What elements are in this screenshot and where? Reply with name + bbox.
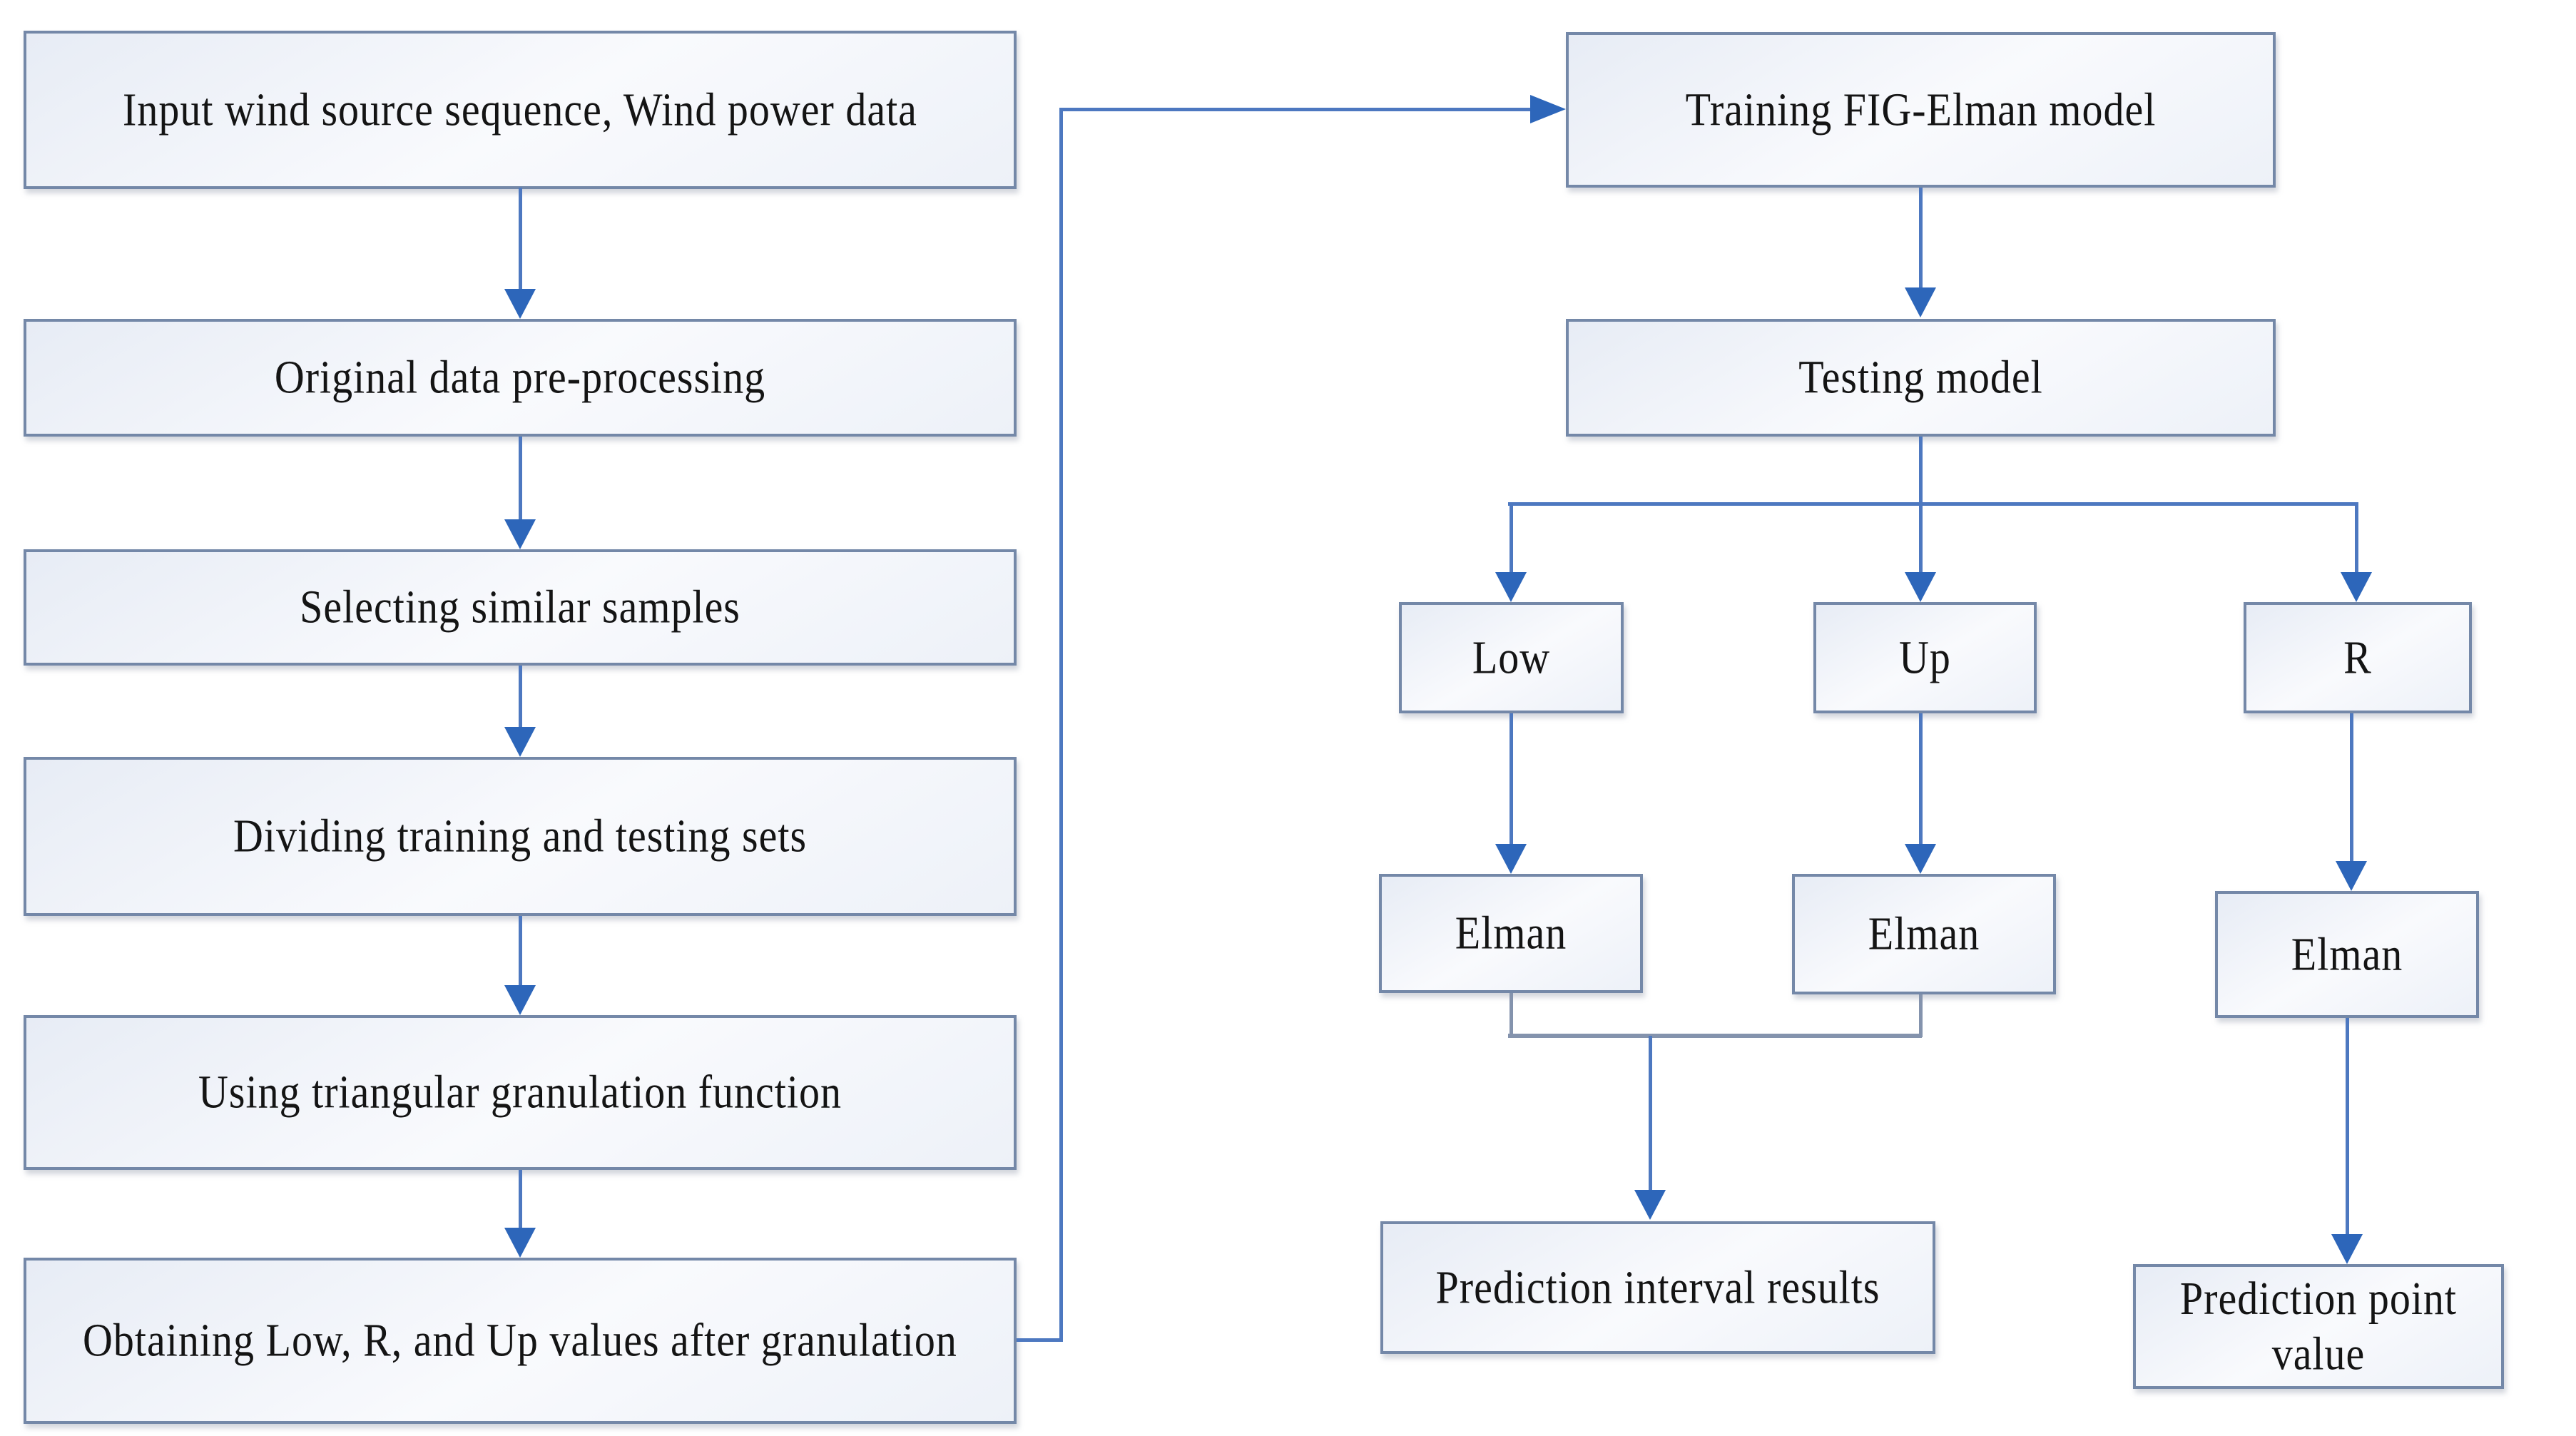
connector-elman-up-drop <box>1919 994 1923 1037</box>
node-granulation-function: Using triangular granulation function <box>24 1015 1017 1170</box>
arrow-training-to-testing-head <box>1905 287 1936 317</box>
arrow-low-to-elman-head <box>1495 844 1527 874</box>
connector-testing-drop <box>1919 437 1923 505</box>
connector-obtaining-to-training-horizontal <box>1059 108 1534 111</box>
connector-obtaining-to-training-vertical <box>1059 109 1063 1340</box>
node-up: Up <box>1813 602 2037 713</box>
node-elman-up-label: Elman <box>1868 907 1980 960</box>
arrow-preprocessing-to-selecting-line <box>519 437 522 519</box>
arrow-branch-to-low-line <box>1510 502 1513 572</box>
connector-branch-split <box>1508 502 2357 506</box>
arrow-granulation-to-obtaining-head <box>504 1228 536 1258</box>
node-input-data-label: Input wind source sequence, Wind power d… <box>123 83 917 136</box>
connector-obtaining-stub <box>1017 1338 1063 1342</box>
node-preprocessing: Original data pre-processing <box>24 319 1017 437</box>
arrow-branch-to-r-head <box>2341 572 2372 602</box>
node-input-data: Input wind source sequence, Wind power d… <box>24 31 1017 189</box>
node-obtaining-values-label: Obtaining Low, R, and Up values after gr… <box>83 1313 957 1367</box>
node-elman-r: Elman <box>2215 891 2479 1018</box>
node-granulation-function-label: Using triangular granulation function <box>198 1065 842 1119</box>
node-r-label: R <box>2343 631 2372 684</box>
node-prediction-interval-results-label: Prediction interval results <box>1435 1261 1880 1314</box>
arrow-r-to-elman-line <box>2350 713 2353 861</box>
node-r: R <box>2244 602 2472 713</box>
connector-elman-low-drop <box>1510 993 1513 1037</box>
connector-merge-line <box>1508 1034 1922 1038</box>
arrow-dividing-to-granulation-head <box>504 985 536 1015</box>
arrow-dividing-to-granulation-line <box>519 916 522 985</box>
node-dividing-sets-label: Dividing training and testing sets <box>233 809 808 862</box>
node-preprocessing-label: Original data pre-processing <box>274 350 766 404</box>
arrow-elman-r-to-point-head <box>2331 1234 2363 1264</box>
node-elman-up: Elman <box>1792 874 2056 994</box>
arrow-training-to-testing-line <box>1919 188 1923 287</box>
node-low-label: Low <box>1472 631 1551 684</box>
node-training-model: Training FIG-Elman model <box>1566 32 2276 188</box>
node-prediction-point-value-label: Prediction point value <box>2179 1271 2458 1380</box>
node-training-model-label: Training FIG-Elman model <box>1685 83 2157 136</box>
node-testing-model-label: Testing model <box>1798 350 2043 404</box>
node-low: Low <box>1399 602 1624 713</box>
arrow-r-to-elman-head <box>2336 861 2367 891</box>
arrow-low-to-elman-line <box>1510 713 1513 844</box>
arrow-input-to-preprocessing-head <box>504 289 536 319</box>
node-obtaining-values: Obtaining Low, R, and Up values after gr… <box>24 1258 1017 1424</box>
node-selecting-samples: Selecting similar samples <box>24 549 1017 666</box>
arrow-selecting-to-dividing-head <box>504 727 536 757</box>
arrow-elman-r-to-point-line <box>2346 1018 2349 1234</box>
node-selecting-samples-label: Selecting similar samples <box>300 580 740 633</box>
arrow-merge-to-interval-line <box>1649 1036 1652 1190</box>
arrow-up-to-elman-line <box>1919 713 1923 844</box>
node-elman-r-label: Elman <box>2291 927 2403 981</box>
arrow-selecting-to-dividing-line <box>519 666 522 727</box>
node-up-label: Up <box>1899 631 1951 684</box>
node-prediction-interval-results: Prediction interval results <box>1380 1221 1935 1354</box>
arrow-branch-to-low-head <box>1495 572 1527 602</box>
arrow-into-training-head <box>1530 95 1566 123</box>
arrow-branch-to-r-line <box>2355 502 2358 572</box>
arrow-up-to-elman-head <box>1905 844 1936 874</box>
node-testing-model: Testing model <box>1566 319 2276 437</box>
arrow-branch-to-up-head <box>1905 572 1936 602</box>
node-elman-low-label: Elman <box>1455 906 1567 959</box>
arrow-input-to-preprocessing-line <box>519 188 522 292</box>
node-dividing-sets: Dividing training and testing sets <box>24 757 1017 916</box>
arrow-merge-to-interval-head <box>1634 1190 1666 1220</box>
arrow-granulation-to-obtaining-line <box>519 1170 522 1228</box>
arrow-branch-to-up-line <box>1919 502 1923 572</box>
arrow-preprocessing-to-selecting-head <box>504 519 536 549</box>
node-elman-low: Elman <box>1379 874 1643 993</box>
node-prediction-point-value: Prediction point value <box>2133 1264 2504 1389</box>
